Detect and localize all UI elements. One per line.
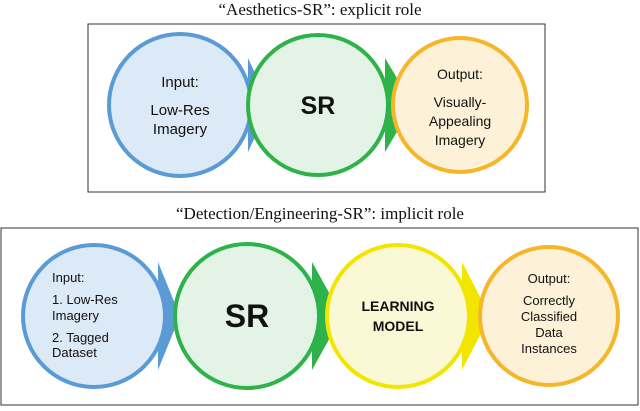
bottom-model-circle: [325, 243, 471, 389]
top-sr-label: SR: [301, 92, 336, 120]
bottom-input-line3: Imagery: [52, 308, 99, 323]
top-output-circle: [391, 36, 529, 174]
bottom-input-arrow: [158, 262, 180, 370]
top-output-line2: Visually-: [434, 94, 487, 110]
bottom-model-node: LEARNING MODEL: [325, 243, 490, 389]
bottom-output-line4: Data: [535, 325, 563, 340]
bottom-model-line2: MODEL: [373, 318, 424, 334]
top-input-line3: Imagery: [153, 121, 208, 138]
bottom-sr-label: SR: [225, 298, 269, 334]
bottom-output-line2: Correctly: [523, 293, 576, 308]
bottom-output-circle: [478, 245, 620, 387]
bottom-sr-node: SR: [173, 242, 342, 390]
top-input-line2: Low-Res: [150, 102, 209, 119]
top-input-line1: Input:: [161, 74, 199, 91]
bottom-panel-title: “Detection/Engineering-SR”: implicit rol…: [176, 204, 464, 223]
bottom-input-line5: Dataset: [52, 345, 97, 360]
bottom-output-line5: Instances: [521, 341, 577, 356]
bottom-model-line1: LEARNING: [361, 298, 434, 314]
bottom-input-line1: Input:: [52, 270, 85, 285]
bottom-output-line1: Output:: [528, 271, 571, 286]
top-sr-node: SR: [246, 33, 413, 177]
bottom-input-line4: 2. Tagged: [52, 330, 109, 345]
top-output-line1: Output:: [437, 66, 483, 82]
bottom-input-node: Input: 1. Low-Res Imagery 2. Tagged Data…: [21, 243, 180, 389]
bottom-input-line2: 1. Low-Res: [52, 292, 118, 307]
top-panel-title: “Aesthetics-SR”: explicit role: [219, 0, 422, 19]
bottom-input-circle: [21, 243, 167, 389]
bottom-output-node: Output: Correctly Classified Data Instan…: [478, 245, 620, 387]
top-input-node: Input: Low-Res Imagery: [107, 32, 270, 178]
top-output-line3: Appealing: [429, 113, 491, 129]
bottom-model-arrow: [462, 262, 490, 370]
bottom-output-line3: Classified: [521, 309, 577, 324]
bottom-sr-circle: [173, 242, 321, 390]
top-sr-circle: [246, 33, 390, 177]
top-output-line4: Imagery: [435, 132, 486, 148]
bottom-panel-frame: [0, 227, 639, 406]
top-output-node: Output: Visually- Appealing Imagery: [391, 36, 529, 174]
top-panel-frame: [87, 23, 546, 193]
